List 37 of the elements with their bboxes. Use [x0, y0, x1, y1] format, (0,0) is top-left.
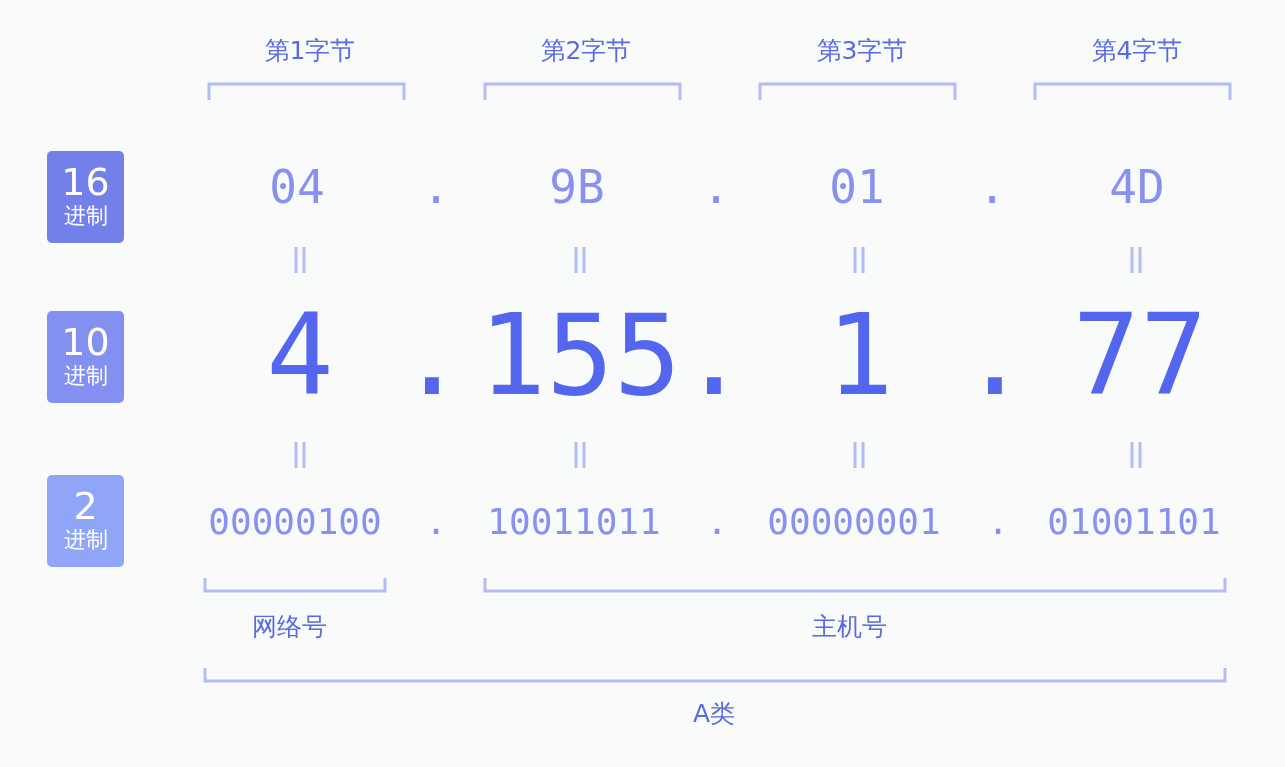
decimal-value: 1	[826, 299, 894, 411]
dot-separator: .	[987, 504, 1009, 540]
dot-separator: .	[680, 299, 748, 411]
base-label: 进制	[62, 205, 109, 227]
column-header: 第2字节	[540, 37, 632, 63]
dot-separator: .	[706, 504, 728, 540]
hex-value: 04	[269, 164, 325, 210]
base-number: 2	[72, 487, 99, 525]
base-badge	[47, 311, 124, 403]
part-label: A类	[692, 700, 736, 726]
dot-separator: .	[961, 299, 1029, 411]
binary-value: 10011011	[487, 504, 661, 540]
dot-separator: .	[398, 299, 466, 411]
dot-separator: .	[422, 164, 450, 210]
base-label: 进制	[62, 529, 109, 551]
hex-value: 4D	[1109, 164, 1165, 210]
decimal-value: 4	[266, 299, 334, 411]
base-badge	[47, 151, 124, 243]
hex-value: 9B	[549, 164, 605, 210]
column-header: 第1字节	[264, 37, 356, 63]
base-number: 16	[60, 163, 111, 201]
part-label: 主机号	[811, 613, 887, 639]
dot-separator: .	[425, 504, 447, 540]
dot-separator: .	[978, 164, 1006, 210]
base-badge	[47, 475, 124, 567]
base-label: 进制	[62, 365, 109, 387]
hex-value: 01	[829, 164, 885, 210]
binary-value: 00000001	[767, 504, 941, 540]
dot-separator: .	[702, 164, 730, 210]
binary-value: 01001101	[1047, 504, 1221, 540]
column-header: 第4字节	[1091, 37, 1183, 63]
column-header: 第3字节	[816, 37, 908, 63]
part-label: 网络号	[251, 613, 327, 639]
binary-value: 00000100	[208, 504, 382, 540]
base-number: 10	[60, 323, 111, 361]
decimal-value: 155	[478, 299, 682, 411]
decimal-value: 77	[1072, 299, 1208, 411]
